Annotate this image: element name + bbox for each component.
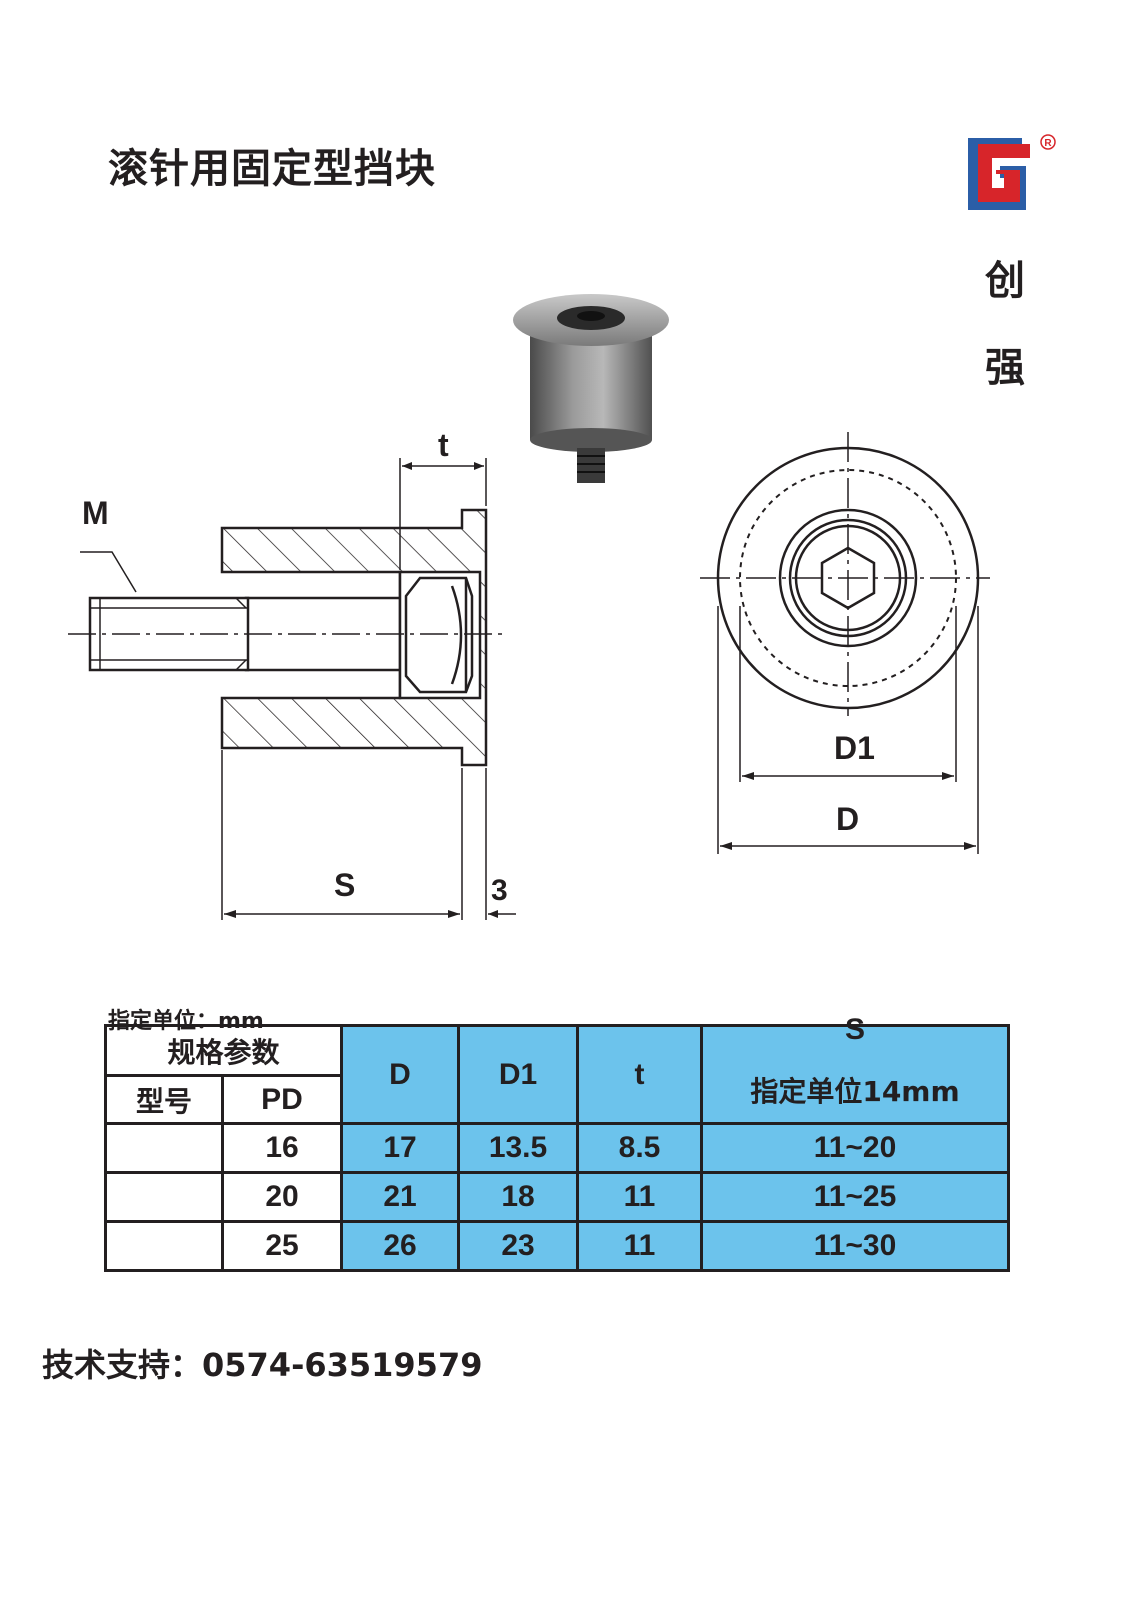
label-3: 3 (491, 874, 508, 907)
cell-pd: 20 (220, 1171, 344, 1223)
label-m: M (82, 495, 109, 531)
cell-d1: 13.5 (457, 1122, 580, 1174)
technical-drawing: M t S 3 D1 D (68, 294, 990, 920)
svg-text:R: R (1044, 138, 1052, 149)
brand-logo: R (968, 134, 1056, 210)
page-title: 滚针用固定型挡块 (108, 146, 436, 192)
cell-s: 11~30 (700, 1220, 1011, 1272)
brand-char-1: 创 (985, 258, 1025, 304)
label-s: S (334, 867, 355, 903)
table-row: 25 26 23 11 11~30 (104, 1220, 1011, 1272)
header-model: 型号 (104, 1074, 224, 1125)
cell-model (104, 1171, 224, 1223)
header-group: 规格参数 (103, 1024, 344, 1077)
label-t: t (438, 427, 449, 463)
product-photo (513, 294, 669, 483)
side-section-view (68, 458, 516, 920)
cell-pd: 16 (220, 1122, 344, 1174)
header-pd: PD (220, 1074, 344, 1125)
cell-d: 17 (340, 1122, 461, 1174)
cell-s: 11~20 (700, 1122, 1011, 1174)
brand-char-2: 强 (985, 345, 1025, 391)
table-row: 20 21 18 11 11~25 (104, 1171, 1011, 1223)
cell-model (104, 1220, 224, 1272)
table-header-row: 规格参数 D D1 t S 指定单位14mm (103, 1013, 1011, 1125)
tech-support-contact: 技术支持：0574-63519579 (42, 1346, 483, 1384)
header-s-bottom: 指定单位14mm (750, 1075, 960, 1108)
cell-d: 21 (340, 1171, 461, 1223)
header-d1: D1 (457, 1024, 580, 1125)
header-d: D (340, 1024, 461, 1125)
cell-d1: 18 (457, 1171, 580, 1223)
cell-model (104, 1122, 224, 1174)
cell-d1: 23 (457, 1220, 580, 1272)
cell-pd: 25 (220, 1220, 344, 1272)
cell-d: 26 (340, 1220, 461, 1272)
label-d1: D1 (834, 730, 875, 766)
header-t: t (576, 1024, 704, 1125)
front-view (700, 432, 990, 854)
table-row: 16 17 13.5 8.5 11~20 (104, 1122, 1011, 1174)
label-d: D (836, 801, 859, 837)
header-s: S 指定单位14mm (700, 1013, 1011, 1125)
cell-t: 11 (576, 1220, 704, 1272)
cell-t: 11 (576, 1171, 704, 1223)
spec-table: 规格参数 D D1 t S 指定单位14mm 型号 PD 16 17 13.5 … (103, 1013, 1011, 1272)
header-s-top: S (845, 1013, 866, 1046)
cell-t: 8.5 (576, 1122, 704, 1174)
table-subheader-row: 型号 PD (104, 1074, 1009, 1125)
cell-s: 11~25 (700, 1171, 1011, 1223)
